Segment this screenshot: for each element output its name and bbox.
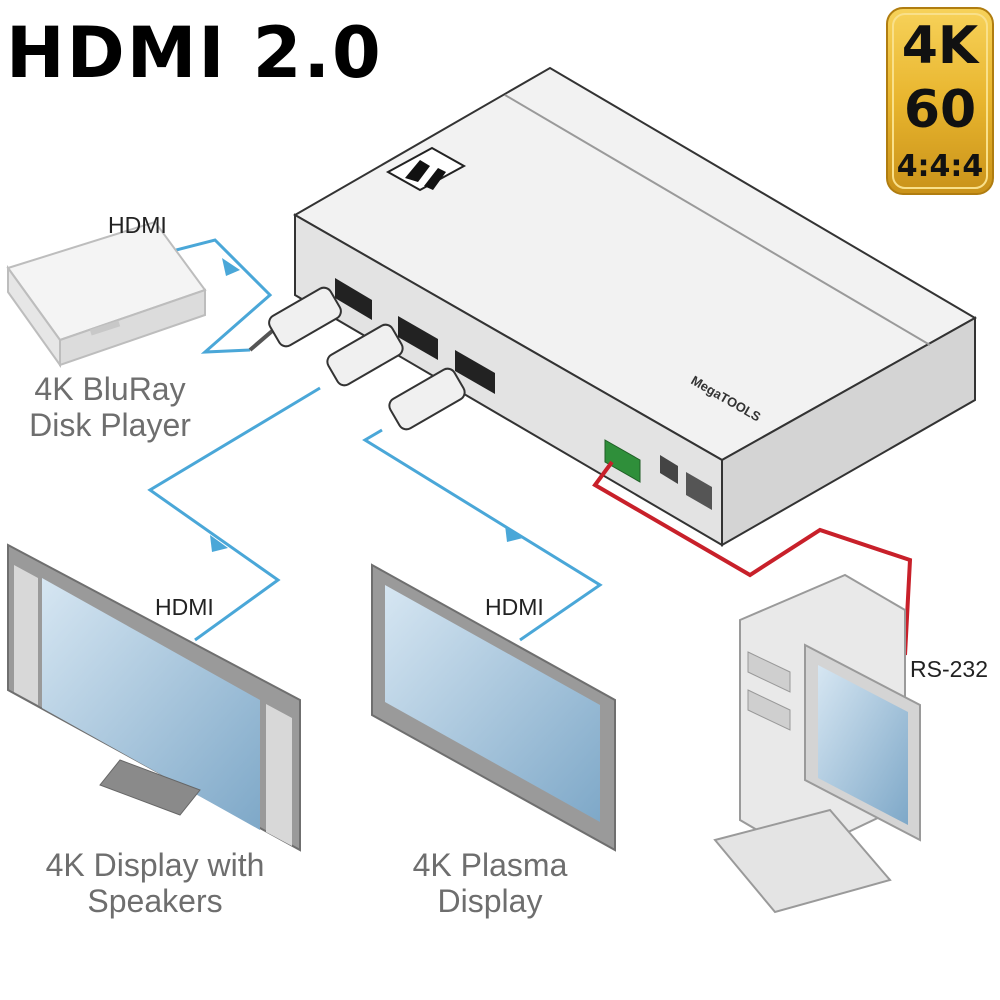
hdmi-output2-cable xyxy=(362,367,603,642)
rs232-cable-label: RS-232 xyxy=(910,656,988,682)
rs232-cable xyxy=(592,460,913,656)
diagram-title: HDMI 2.0 xyxy=(6,12,383,94)
power-dc-jack xyxy=(686,472,712,510)
source-label-line2: Disk Player xyxy=(29,406,191,443)
4k-60-badge: 4K 60 4:4:4 xyxy=(885,6,995,196)
badge-chroma: 4:4:4 xyxy=(896,149,984,184)
display2-label: 4K Plasma Display xyxy=(380,847,600,920)
hdmi-in-port xyxy=(335,278,372,320)
rs232-terminal-block xyxy=(604,439,641,483)
display1-label-line1: 4K Display with xyxy=(45,847,265,883)
display-with-speakers-icon xyxy=(7,543,301,852)
kramer-logo xyxy=(385,146,467,192)
megatools-unit: MegaTOOLS xyxy=(292,66,978,547)
output2-cable-label: HDMI xyxy=(485,594,544,620)
hdmi-input-cable xyxy=(144,238,342,354)
hdmi-out1-port xyxy=(398,316,438,360)
arrow-icon xyxy=(210,535,228,552)
display1-label-line2: Speakers xyxy=(87,882,223,919)
source-label-line1: 4K BluRay xyxy=(34,371,186,407)
hdmi-plug-icon xyxy=(388,367,466,431)
display2-label-line2: Display xyxy=(437,882,543,919)
setup-dip-switch xyxy=(660,455,678,484)
hdmi-out2-port xyxy=(455,350,495,394)
computer-icon xyxy=(713,573,921,914)
source-device-label: 4K BluRay Disk Player xyxy=(10,371,210,444)
badge-refresh: 60 xyxy=(903,80,977,140)
badge-resolution: 4K xyxy=(901,16,979,76)
badge-background xyxy=(886,7,994,195)
hdmi-plug-icon xyxy=(268,286,342,348)
arrow-icon xyxy=(222,258,240,276)
input-cable-label: HDMI xyxy=(108,212,167,238)
display2-label-line1: 4K Plasma xyxy=(412,847,568,883)
bluray-player-icon xyxy=(6,220,207,369)
keyboard-icon xyxy=(713,808,892,914)
hdmi-output1-cable xyxy=(147,323,404,642)
output1-cable-label: HDMI xyxy=(155,594,214,620)
display1-label: 4K Display with Speakers xyxy=(20,847,290,920)
arrow-icon xyxy=(505,525,523,542)
plasma-display-icon xyxy=(371,563,616,852)
hdmi-plug-icon xyxy=(326,323,404,387)
